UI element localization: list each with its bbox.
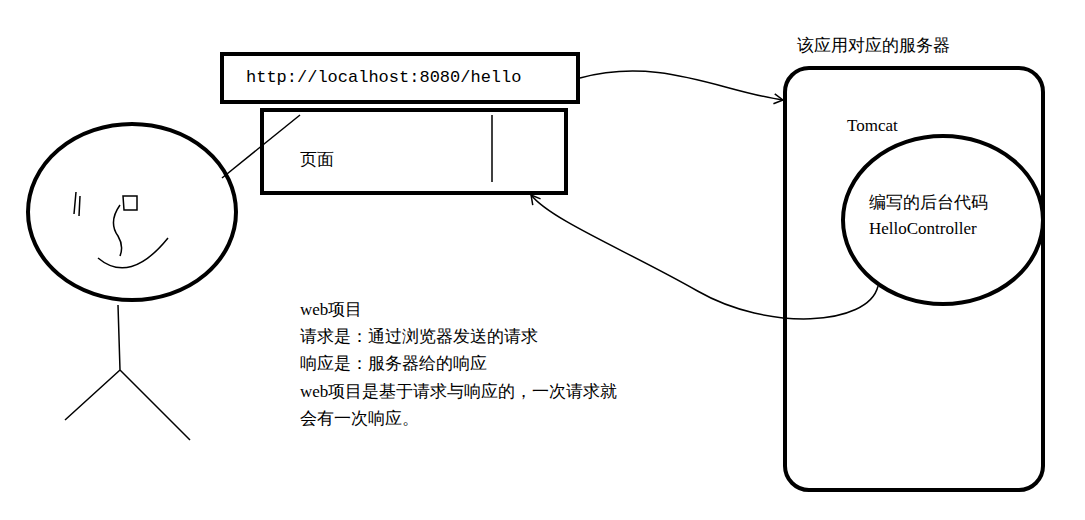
note-text: web项目是基于请求与响应的，一次请求就 — [300, 382, 617, 402]
node-text: http://localhost:8080/hello — [246, 68, 521, 88]
eye — [74, 192, 80, 216]
note-text: 请求是：通过浏览器发送的请求 — [300, 327, 538, 347]
body-line — [65, 305, 190, 440]
head-circle — [28, 124, 236, 300]
note-text: 响应是：服务器给的响应 — [300, 354, 487, 374]
nose — [113, 205, 121, 256]
server-heading: 该应用对应的服务器 — [797, 36, 950, 56]
url-box: http://localhost:8080/hello — [220, 52, 580, 104]
server-box: 该应用对应的服务器Tomcat编写的后台代码 HelloController — [783, 66, 1045, 492]
mouth — [98, 238, 168, 268]
node-text: Tomcat — [847, 116, 898, 136]
node-text: 页面 — [300, 150, 334, 170]
code-circle: 编写的后台代码 HelloController — [841, 134, 1045, 306]
page-box: 页面 — [260, 108, 568, 195]
cursor-line — [491, 115, 493, 182]
eye — [123, 196, 137, 210]
node-text: 编写的后台代码 HelloController — [869, 190, 1019, 241]
note-text: 会有一次响应。 — [300, 409, 419, 429]
flow-connector — [531, 195, 878, 319]
note-text: web项目 — [300, 300, 362, 320]
flow-connector — [580, 71, 783, 100]
